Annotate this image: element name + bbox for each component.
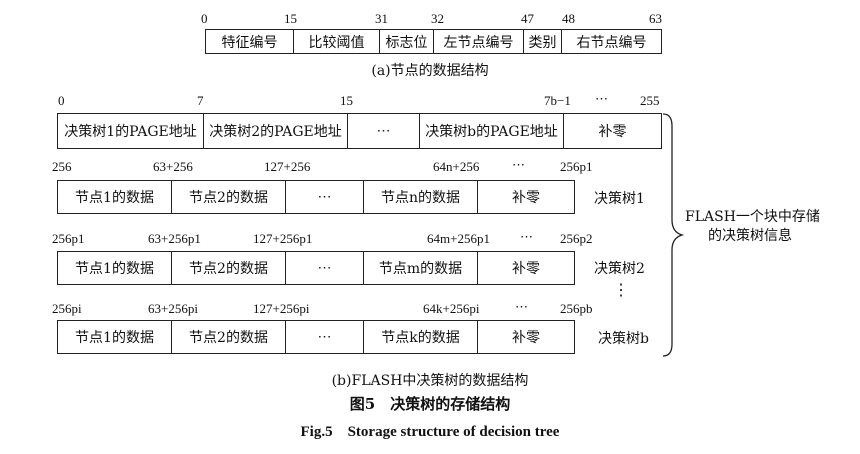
cell-node2: 节点2的数据 — [172, 252, 286, 284]
tick-b2-4: ⋯ — [520, 229, 533, 244]
tick-b0-15: 15 — [340, 93, 353, 108]
tick-b2-5: 256p2 — [560, 231, 593, 246]
caption-b: (b)FLASH中决策树的数据结构 — [331, 373, 529, 389]
tick-a-32: 32 — [431, 11, 444, 26]
label-tree2: 决策树2 — [594, 261, 645, 277]
figure-caption-zh: 图5 决策树的存储结构 — [349, 395, 511, 413]
brace-label-line1: FLASH一个块中存储 — [685, 209, 820, 225]
tick-b1-3: 64n+256 — [433, 159, 480, 174]
cell-feature-id: 特征编号 — [206, 30, 294, 53]
cell-class: 类别 — [524, 30, 562, 53]
tick-b2-0: 256p1 — [52, 231, 85, 246]
tick-a-31: 31 — [375, 11, 388, 26]
tick-b3-5: 256pb — [560, 301, 593, 316]
tick-b0-7: 7 — [197, 93, 204, 108]
vertical-ellipsis: ⋮ — [613, 280, 629, 299]
tick-b3-0: 256pi — [52, 301, 82, 316]
tick-b0-7b-1: 7b−1 — [544, 93, 571, 108]
tick-b1-5: 256p1 — [560, 159, 593, 174]
cell-flag: 标志位 — [380, 30, 434, 53]
label-tree1: 决策树1 — [594, 191, 645, 207]
tick-b0-ellipsis: ⋯ — [595, 91, 608, 106]
label-treeb: 决策树b — [598, 331, 649, 347]
cell-nodem: 节点m的数据 — [364, 252, 478, 284]
cell-nodek: 节点k的数据 — [364, 321, 478, 353]
cell-right-node-id: 右节点编号 — [576, 34, 647, 51]
page-address-row: 决策树1的PAGE地址 决策树2的PAGE地址 ⋯ 决策树b的PAGE地址 补零 — [57, 113, 662, 149]
tick-b1-2: 127+256 — [264, 159, 311, 174]
tick-b3-3: 64k+256pi — [423, 301, 480, 316]
tick-b0-255: 255 — [640, 93, 660, 108]
tick-a-15: 15 — [284, 11, 297, 26]
tick-b1-4: ⋯ — [512, 157, 525, 172]
cell-node1: 节点1的数据 — [58, 252, 172, 284]
tick-b0-0: 0 — [58, 93, 65, 108]
caption-a: (a)节点的数据结构 — [371, 63, 489, 79]
cell-padding: 补零 — [512, 330, 540, 346]
tree2-node-row: 节点1的数据 节点2的数据 ⋯ 节点m的数据 补零 — [57, 251, 575, 285]
tick-a-47: 47 — [521, 11, 534, 26]
cell-ellipsis: ⋯ — [286, 252, 364, 284]
brace-label-line2: 的决策树信息 — [708, 228, 792, 244]
cell-ellipsis: ⋯ — [348, 114, 420, 148]
tick-b1-0: 256 — [52, 159, 72, 174]
cell-padding: 补零 — [598, 124, 627, 140]
cell-node2: 节点2的数据 — [172, 321, 286, 353]
cell-ellipsis: ⋯ — [286, 181, 364, 213]
cell-left-node-id: 左节点编号 — [434, 30, 524, 53]
tick-b3-1: 63+256pi — [148, 301, 198, 316]
cell-node1: 节点1的数据 — [58, 321, 172, 353]
cell-tree1-page: 决策树1的PAGE地址 — [58, 114, 204, 148]
tick-b3-4: ⋯ — [515, 299, 528, 314]
treeb-node-row: 节点1的数据 节点2的数据 ⋯ 节点k的数据 补零 — [57, 320, 575, 354]
node-structure-row: 特征编号 比较阈值 标志位 左节点编号 类别 右节点编号 — [205, 29, 662, 54]
figure-caption-en: Fig.5 Storage structure of decision tree — [300, 424, 560, 440]
tick-b3-2: 127+256pi — [253, 301, 310, 316]
cell-padding: 补零 — [512, 261, 540, 277]
right-brace-icon — [662, 113, 685, 357]
tree1-node-row: 节点1的数据 节点2的数据 ⋯ 节点n的数据 补零 — [57, 180, 575, 214]
tick-b1-1: 63+256 — [153, 159, 193, 174]
tick-a-63: 63 — [649, 11, 662, 26]
cell-noden: 节点n的数据 — [364, 181, 478, 213]
tick-b2-3: 64m+256p1 — [427, 231, 490, 246]
tick-b2-2: 127+256p1 — [253, 231, 313, 246]
tick-a-0: 0 — [201, 11, 208, 26]
cell-treeb-page: 决策树b的PAGE地址 — [420, 114, 564, 148]
tick-a-48: 48 — [562, 11, 575, 26]
cell-node1: 节点1的数据 — [58, 181, 172, 213]
tick-b2-1: 63+256p1 — [148, 231, 201, 246]
cell-padding: 补零 — [512, 190, 540, 206]
cell-compare-threshold: 比较阈值 — [294, 30, 380, 53]
cell-ellipsis: ⋯ — [286, 321, 364, 353]
cell-node2: 节点2的数据 — [172, 181, 286, 213]
cell-tree2-page: 决策树2的PAGE地址 — [204, 114, 348, 148]
